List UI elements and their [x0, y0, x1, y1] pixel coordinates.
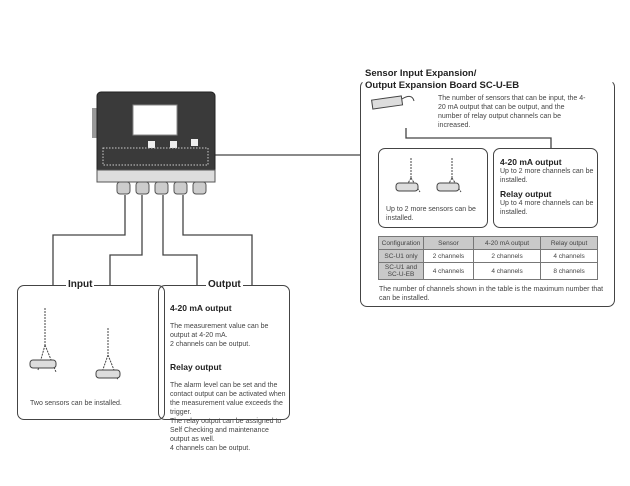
sensor-icon	[29, 308, 57, 373]
output-text: 4-20 mA output The measurement value can…	[170, 294, 288, 462]
cell: 2 channels	[472, 249, 542, 263]
cell: 8 channels	[540, 262, 598, 280]
ma-text: The measurement value can be output at 4…	[170, 323, 269, 348]
header-cell: Relay output	[540, 236, 598, 250]
sensor-icon	[436, 158, 462, 193]
sensor-icons	[29, 158, 462, 381]
output-title: Output	[206, 279, 243, 290]
relay-text: The alarm level can be set and the conta…	[170, 382, 286, 452]
title-line-1: Sensor Input Expansion/	[365, 68, 477, 79]
ma-heading: 4-20 mA output	[170, 303, 232, 313]
ma-text: Up to 2 more channels can be installed.	[500, 168, 594, 184]
output-expansion-text: 4-20 mA output Up to 2 more channels can…	[500, 157, 595, 217]
input-line-1	[52, 195, 126, 285]
expansion-board-icon	[371, 95, 415, 110]
header-cell: Sensor	[423, 236, 474, 250]
sensor-caption: Up to 2 more sensors can be installed.	[386, 206, 476, 222]
cell: 2 channels	[423, 249, 474, 263]
input-line-2	[109, 195, 143, 285]
output-expansion-box	[493, 148, 598, 228]
cell: 4 channels	[423, 262, 474, 280]
relay-heading: Relay output	[170, 362, 222, 372]
relay-heading: Relay output	[500, 189, 552, 199]
input-caption: Two sensors can be installed.	[30, 400, 122, 407]
sensor-icon	[395, 158, 421, 193]
sensor-icon	[95, 328, 121, 381]
input-title: Input	[66, 279, 95, 290]
header-cell: 4-20 mA output	[472, 236, 542, 250]
table-footnote: The number of channels shown in the tabl…	[379, 286, 604, 302]
output-line-2	[182, 195, 253, 285]
cell: SC-U1 and SC-U-EB	[378, 262, 424, 280]
header-cell: Configuration	[378, 236, 424, 250]
relay-text: Up to 4 more channels can be installed.	[500, 200, 594, 216]
expansion-description: The number of sensors that can be input,…	[438, 95, 586, 129]
output-line-1	[162, 195, 198, 285]
sensor-expansion-box	[378, 148, 488, 228]
controller-device-icon	[92, 91, 216, 195]
title-line-2: Output Expansion Board SC-U-EB	[365, 80, 520, 91]
expansion-panel	[360, 80, 615, 307]
ma-heading: 4-20 mA output	[500, 157, 562, 167]
cell: SC-U1 only	[378, 249, 424, 263]
expansion-title: Sensor Input Expansion/ Output Expansion…	[365, 68, 520, 92]
expansion-branch	[405, 128, 552, 148]
cell: 4 channels	[540, 249, 598, 263]
cell: 4 channels	[472, 262, 542, 280]
